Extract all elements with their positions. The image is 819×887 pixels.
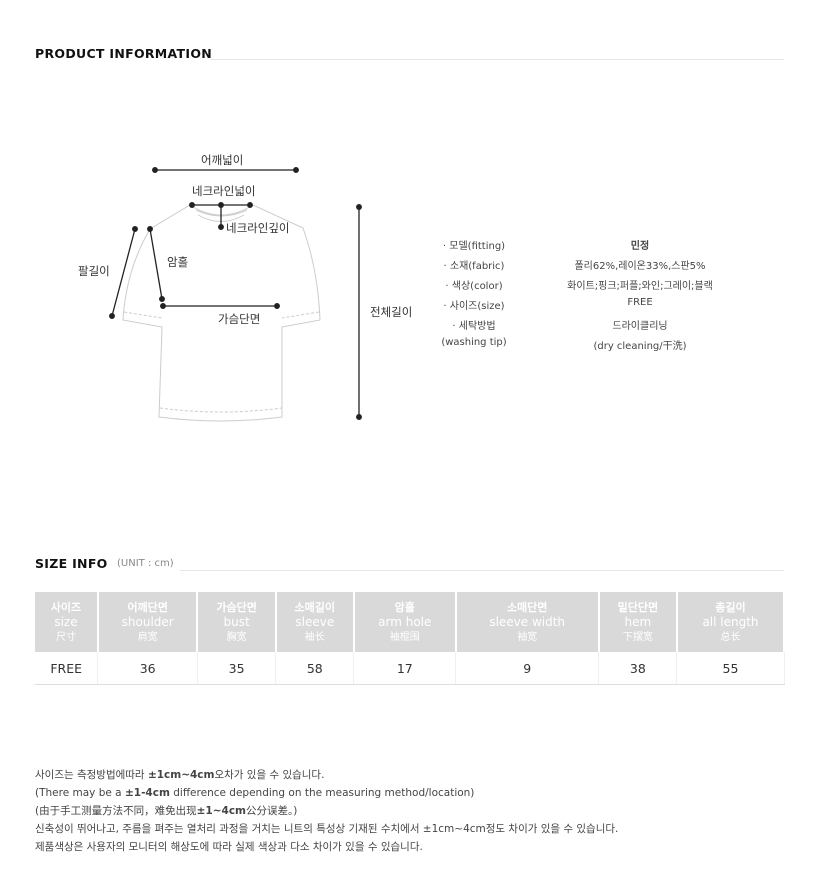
divider xyxy=(180,570,784,571)
header-ko: 소매단면 xyxy=(506,600,548,614)
note-line: 신축성이 뛰어나고, 주름을 펴주는 열처리 과정을 거치는 니트의 특성상 기… xyxy=(35,823,619,835)
header-cn: 袖长 xyxy=(304,631,325,643)
header-ko: 어깨단면 xyxy=(127,600,168,614)
note-line: (由于手工测量方法不同，难免出现±1~4cm公分误差。) xyxy=(35,805,298,817)
spec-value: FREE xyxy=(627,297,653,308)
spec-label: · 사이즈(size) xyxy=(443,301,505,312)
spec-label: · 소재(fabric) xyxy=(443,261,505,272)
table-cell: 35 xyxy=(197,652,277,685)
header-ko: 사이즈 xyxy=(50,600,82,614)
header-en: all length xyxy=(702,614,759,629)
unit-label: (UNIT : cm) xyxy=(117,558,174,569)
table-cell: 36 xyxy=(97,652,198,685)
label-length: 전체길이 xyxy=(370,305,413,319)
header-en: size xyxy=(54,614,78,629)
spec-label: (washing tip) xyxy=(441,337,507,348)
spec-value: 민정 xyxy=(630,241,650,252)
label-bust: 가슴단면 xyxy=(218,312,261,326)
size-info-title: SIZE INFO xyxy=(35,556,108,571)
table-cell: 38 xyxy=(598,652,678,685)
note-line: (There may be a ±1-4cm difference depend… xyxy=(35,787,475,799)
header-en: hem xyxy=(624,614,652,629)
note-line: 제품색상은 사용자의 모니터의 해상도에 따라 실제 색상과 다소 차이가 있을… xyxy=(35,841,423,853)
header-cn: 尺寸 xyxy=(55,631,76,643)
table-cell: 17 xyxy=(353,652,457,685)
product-info-title: PRODUCT INFORMATION xyxy=(35,46,213,61)
spec-label: · 색상(color) xyxy=(445,281,503,292)
header-ko: 소매길이 xyxy=(294,600,336,614)
header-cn: 总长 xyxy=(720,631,741,643)
header-cn: 袖棍围 xyxy=(389,631,420,643)
spec-label: · 세탁방법 xyxy=(452,321,496,332)
table-cell: 55 xyxy=(676,652,785,685)
label-sleeve: 팔길이 xyxy=(78,264,110,278)
header-cn: 肩宽 xyxy=(137,631,158,643)
spec-value: 화이트;핑크;퍼플;와인;그레이;블랙 xyxy=(567,281,713,292)
header-en: sleeve width xyxy=(489,614,566,629)
label-neck-depth: 네크라인깊이 xyxy=(226,221,290,235)
header-en: bust xyxy=(223,614,250,629)
table-cell: 9 xyxy=(455,652,600,685)
table-cell: FREE xyxy=(35,652,99,685)
label-neck-width: 네크라인넓이 xyxy=(192,184,256,198)
note-line: 사이즈는 측정방법에따라 ±1cm~4cm오차가 있을 수 있습니다. xyxy=(35,769,325,781)
header-en: sleeve xyxy=(295,614,335,629)
spec-value: 폴리62%,레이온33%,스판5% xyxy=(574,261,706,272)
header-en: arm hole xyxy=(378,614,432,629)
header-en: shoulder xyxy=(121,614,174,629)
header-cn: 袖宽 xyxy=(517,631,538,643)
header-ko: 총길이 xyxy=(715,600,746,614)
divider xyxy=(210,59,784,60)
header-cn: 胸宽 xyxy=(226,631,247,643)
header-cn: 下摆宽 xyxy=(622,631,653,643)
label-arm-hole: 암홀 xyxy=(167,255,189,269)
header-ko: 밑단단면 xyxy=(617,600,659,614)
spec-value: 드라이클리닝 xyxy=(612,321,668,332)
size-notes: 사이즈는 측정방법에따라 ±1cm~4cm오차가 있을 수 있습니다. (The… xyxy=(35,766,618,856)
label-shoulder: 어깨넓이 xyxy=(201,153,244,167)
table-cell: 58 xyxy=(275,652,355,685)
header-ko: 암홀 xyxy=(394,600,415,614)
header-ko: 가슴단면 xyxy=(216,600,257,614)
spec-label: · 모델(fitting) xyxy=(442,241,506,252)
spec-value: (dry cleaning/干洗) xyxy=(593,341,687,352)
